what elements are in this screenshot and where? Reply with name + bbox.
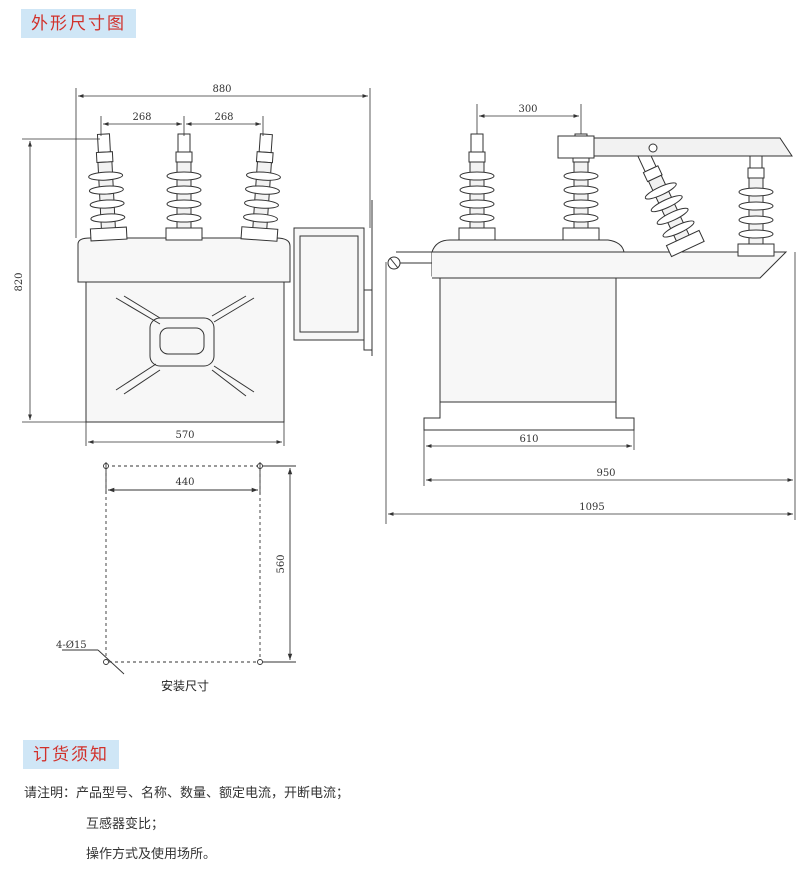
label-hole-x: 440 bbox=[175, 477, 194, 488]
front-operating-box bbox=[293, 227, 365, 341]
front-tank bbox=[85, 281, 285, 423]
front-dimensions bbox=[22, 88, 371, 446]
label-overall-length: 1095 bbox=[579, 502, 604, 513]
front-view bbox=[77, 132, 373, 423]
front-insulators bbox=[84, 132, 285, 242]
label-phase-left: 268 bbox=[132, 112, 151, 123]
mounting-caption: 安装尺寸 bbox=[161, 678, 209, 693]
order-note-line-2: 互感器变比； bbox=[86, 817, 165, 832]
label-hole-y: 560 bbox=[276, 554, 287, 573]
label-overall-width: 880 bbox=[212, 84, 231, 95]
mounting-plan bbox=[62, 462, 296, 675]
mounting-outline bbox=[105, 465, 261, 663]
front-x-brace bbox=[115, 295, 255, 397]
order-section-title: 订货须知 bbox=[23, 740, 119, 769]
front-top-cover bbox=[77, 237, 291, 283]
label-phase-right: 268 bbox=[214, 112, 233, 123]
label-mount-width: 950 bbox=[596, 468, 615, 479]
order-note-line-1: 请注明：产品型号、名称、数量、额定电流，开断电流； bbox=[24, 786, 350, 801]
side-tank bbox=[439, 275, 617, 403]
front-center-plate bbox=[149, 317, 215, 367]
dimensions-section-title: 外形尺寸图 bbox=[21, 9, 136, 38]
side-base-frame bbox=[423, 402, 635, 431]
label-base-width: 570 bbox=[175, 430, 194, 441]
label-insulator-spacing: 300 bbox=[518, 104, 537, 115]
side-dimensions bbox=[385, 104, 796, 524]
label-holes: 4-Ø15 bbox=[56, 640, 87, 651]
side-support-arm bbox=[432, 251, 788, 279]
label-frame-width: 610 bbox=[519, 434, 538, 445]
order-note-line-3: 操作方式及使用场所。 bbox=[86, 847, 217, 862]
side-view bbox=[387, 133, 793, 431]
label-height: 820 bbox=[14, 272, 25, 291]
side-disconnector-blade bbox=[559, 137, 793, 157]
